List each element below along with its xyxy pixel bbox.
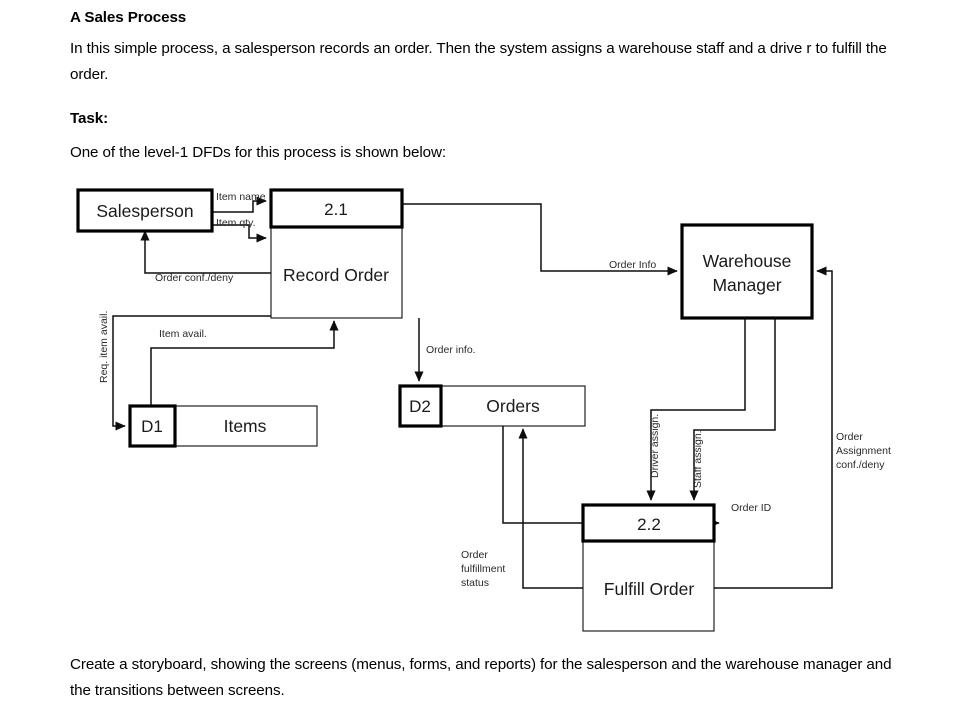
flow-label-item-avail: Item avail. — [159, 328, 207, 340]
flow-line-staff-assign — [689, 318, 776, 501]
process-record-order-label: Record Order — [283, 265, 389, 285]
flow-line-driver-assign — [646, 318, 746, 501]
flow-label-item-name: Item name — [216, 191, 266, 203]
flow-label-order-fulfillment-status-line2: fulfillment — [461, 563, 505, 575]
task-paragraph: One of the level-1 DFDs for this process… — [70, 144, 446, 161]
flow-label-order-conf-deny: Order conf./deny — [155, 272, 234, 284]
flow-label-order-fulfillment-status-line3: status — [461, 577, 489, 589]
flow-label-order-assignment-conf-deny-line2: Assignment — [836, 445, 891, 457]
flow-line-item-qty — [212, 224, 267, 243]
closing-paragraph: Create a storyboard, showing the screens… — [70, 656, 892, 699]
intro-paragraph: In this simple process, a salesperson re… — [70, 40, 887, 83]
data-store-d2-label: Orders — [486, 396, 540, 416]
flow-line-order-fulfillment-status — [518, 428, 583, 589]
flow-label-order-id: Order ID — [731, 502, 772, 514]
external-entity-warehouse-manager-label-line2: Manager — [712, 275, 781, 295]
process-fulfill-order-number: 2.2 — [637, 515, 661, 534]
page-title-block: A Sales Process — [70, 5, 900, 31]
flow-line-req-item-avail — [112, 315, 271, 431]
flow-line-order-conf-deny — [140, 230, 271, 274]
flow-line-order-info-wm — [402, 203, 678, 276]
external-entity-warehouse-manager[interactable]: Warehouse Manager — [680, 223, 814, 320]
flow-label-driver-assign: Driver assign. — [649, 414, 661, 478]
task-label: Task: — [70, 110, 109, 127]
flow-label-order-assignment-conf-deny-line3: conf./deny — [836, 459, 885, 471]
data-store-d2-code: D2 — [409, 397, 431, 416]
flow-label-order-info-store: Order info. — [426, 344, 476, 356]
external-entity-warehouse-manager-label-line1: Warehouse — [703, 251, 792, 271]
intro-paragraph-block: In this simple process, a salesperson re… — [70, 36, 900, 88]
process-record-order-number: 2.1 — [324, 200, 348, 219]
data-store-d1[interactable]: D1 Items — [128, 404, 318, 448]
closing-paragraph-block: Create a storyboard, showing the screens… — [70, 652, 900, 704]
flow-label-order-info-wm: Order Info — [609, 259, 656, 271]
flow-label-staff-assign: Staff assign. — [692, 430, 704, 488]
external-entity-salesperson[interactable]: Salesperson — [76, 188, 214, 233]
data-store-d2[interactable]: D2 Orders — [398, 384, 586, 428]
flow-label-order-fulfillment-status-line1: Order — [461, 549, 488, 561]
flow-label-item-qty: Item qty. — [216, 217, 255, 229]
flow-label-order-assignment-conf-deny-line1: Order — [836, 431, 863, 443]
process-fulfill-order-label: Fulfill Order — [604, 579, 695, 599]
data-store-d1-label: Items — [224, 416, 267, 436]
dfd-diagram: Salesperson 2.1 Record Order D1 Items — [0, 178, 961, 648]
page-title: A Sales Process — [70, 9, 187, 26]
flow-line-item-avail — [150, 320, 339, 406]
external-entity-salesperson-label: Salesperson — [96, 201, 193, 221]
process-record-order[interactable]: 2.1 Record Order — [269, 188, 404, 319]
process-fulfill-order[interactable]: 2.2 Fulfill Order — [581, 503, 716, 632]
flow-line-item-name — [212, 196, 267, 213]
flow-labels-layer: Item name Item qty. Order conf./deny Req… — [98, 191, 891, 589]
task-label-block: Task: — [70, 106, 900, 132]
flow-label-req-item-avail: Req. item avail. — [98, 311, 110, 383]
data-store-d1-code: D1 — [141, 417, 163, 436]
flow-line-order-assignment-conf-deny — [714, 266, 833, 589]
task-paragraph-block: One of the level-1 DFDs for this process… — [70, 140, 900, 166]
